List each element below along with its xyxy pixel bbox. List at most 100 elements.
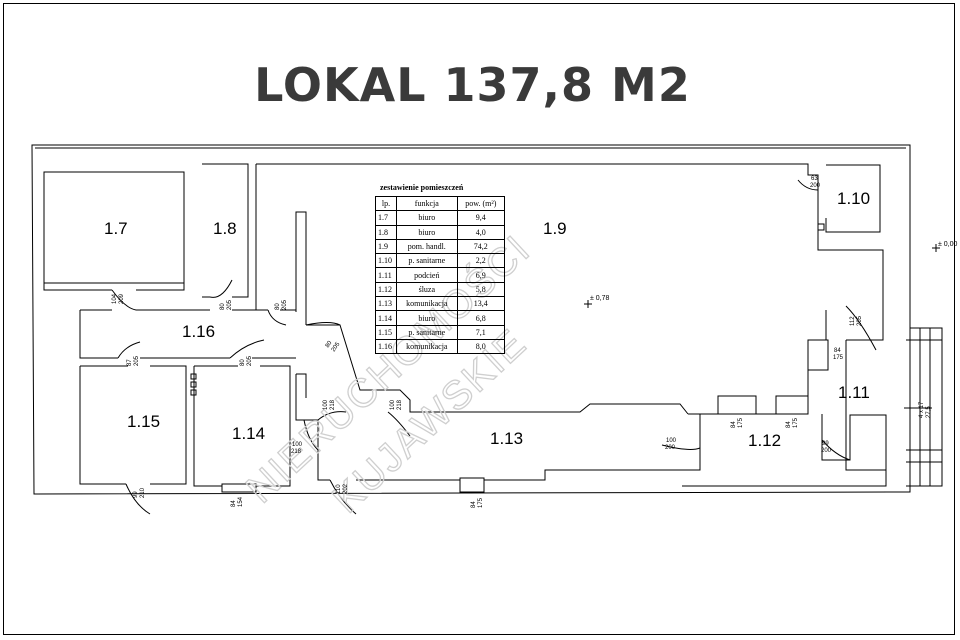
- door-arc: [303, 419, 319, 451]
- dim: 205: [857, 315, 863, 326]
- dim: 209: [119, 293, 125, 304]
- cell-lp: 1.14: [375, 310, 397, 326]
- table-caption: zestawienie pomieszczeń: [380, 183, 464, 192]
- dim: 104: [112, 293, 118, 304]
- dim: 99: [133, 491, 139, 498]
- cell-funkcja: podcień: [396, 267, 458, 283]
- cell-funkcja: p. sanitarne: [396, 253, 458, 269]
- dim: 175: [738, 417, 744, 428]
- dim: 218: [397, 399, 403, 410]
- dim: 84: [471, 501, 477, 508]
- room-1-10-outline: [825, 164, 881, 233]
- dim: 63: [811, 176, 818, 182]
- door-arc: [661, 444, 701, 450]
- page-title: LOKAL 137,8 M2: [254, 58, 691, 112]
- room-label-1-11: 1.11: [838, 383, 870, 402]
- room-1-13-outline: [295, 373, 701, 481]
- cell-lp: 1.8: [375, 224, 397, 240]
- room-label-1-8: 1.8: [213, 219, 237, 238]
- dim: 99: [822, 441, 829, 447]
- dim: 200: [665, 445, 676, 451]
- dim: 84: [834, 348, 841, 354]
- dim: 154: [238, 496, 244, 507]
- dim: 100: [323, 399, 329, 410]
- door-arc: [821, 439, 851, 461]
- room-label-1-9: 1.9: [543, 219, 567, 238]
- door-arc: [125, 483, 151, 515]
- cell-lp: 1.11: [375, 267, 397, 283]
- column-header: lp.: [375, 195, 397, 212]
- cell-pow: 74,2: [456, 238, 506, 255]
- room-1-12-outline: [688, 310, 827, 415]
- dim: 112: [850, 316, 856, 326]
- room-label-1-13: 1.13: [490, 429, 523, 448]
- dim: 218: [330, 399, 336, 410]
- outer-wall: [31, 144, 911, 495]
- door-arc: [209, 279, 233, 298]
- cell-funkcja: pom. handl.: [396, 238, 458, 255]
- door-arc: [845, 305, 877, 351]
- room-1-14-outline: [193, 365, 291, 487]
- room-label-1-15: 1.15: [127, 412, 160, 431]
- column-header: pow. (m²): [456, 195, 506, 212]
- column-header: funkcja: [396, 195, 458, 212]
- dim: 110: [336, 484, 342, 494]
- cell-funkcja: komunikacja: [396, 296, 458, 312]
- window: [459, 477, 485, 493]
- dim: 84: [786, 421, 792, 428]
- cell-pow: 9,4: [456, 210, 506, 226]
- door-arc: [797, 179, 819, 191]
- dim: 175: [833, 355, 844, 361]
- room-label-1-7: 1.7: [104, 219, 128, 238]
- dim: 210: [140, 487, 146, 498]
- cell-lp: 1.10: [375, 253, 397, 269]
- dim: 200: [821, 448, 832, 454]
- level-marker: ± 0,78: [590, 295, 610, 302]
- room-label-1-14: 1.14: [232, 424, 265, 443]
- door-arc: [387, 411, 411, 437]
- door-arc: [229, 339, 265, 359]
- room-summary-table: zestawienie pomieszczeń lp. funkcja pow.…: [375, 183, 506, 355]
- room-1-7-outline: [43, 171, 185, 284]
- dim: 175: [478, 497, 484, 508]
- table-header-row: lp. funkcja pow. (m²): [375, 195, 506, 212]
- room-label-1-12: 1.12: [748, 431, 781, 450]
- dim: 205: [227, 299, 233, 310]
- window: [221, 483, 257, 493]
- dim: 4 x 17: [919, 401, 925, 418]
- dim: 80: [220, 303, 226, 310]
- dim: 218: [291, 449, 302, 455]
- room-1-15-outline: [79, 365, 187, 485]
- cell-funkcja: biuro: [396, 310, 458, 326]
- cell-lp: 1.9: [375, 238, 397, 255]
- dim: 84: [231, 500, 237, 507]
- cell-lp: 1.13: [375, 296, 397, 312]
- cell-pow: 6,8: [456, 310, 506, 326]
- dim: 87: [127, 359, 133, 366]
- cell-funkcja: biuro: [396, 210, 458, 226]
- cell-funkcja: biuro: [396, 224, 458, 240]
- dim: 84: [731, 421, 737, 428]
- dim: 80: [325, 340, 334, 349]
- cell-lp: 1.16: [375, 338, 397, 355]
- door-arc: [267, 309, 287, 326]
- dim: 27,5: [926, 406, 932, 418]
- room-label-1-10: 1.10: [837, 189, 870, 208]
- door-arc: [329, 479, 357, 515]
- dimension-labels: 104 209 80 205 80 205 80 205 87 205 80 2…: [112, 176, 932, 508]
- room-1-9-outline: [256, 163, 884, 341]
- dim: 200: [810, 183, 821, 189]
- cell-pow: 2,2: [456, 253, 506, 269]
- cell-funkcja: śluza: [396, 281, 458, 298]
- door-arc: [117, 341, 141, 359]
- room-1-11-outline: [845, 327, 943, 487]
